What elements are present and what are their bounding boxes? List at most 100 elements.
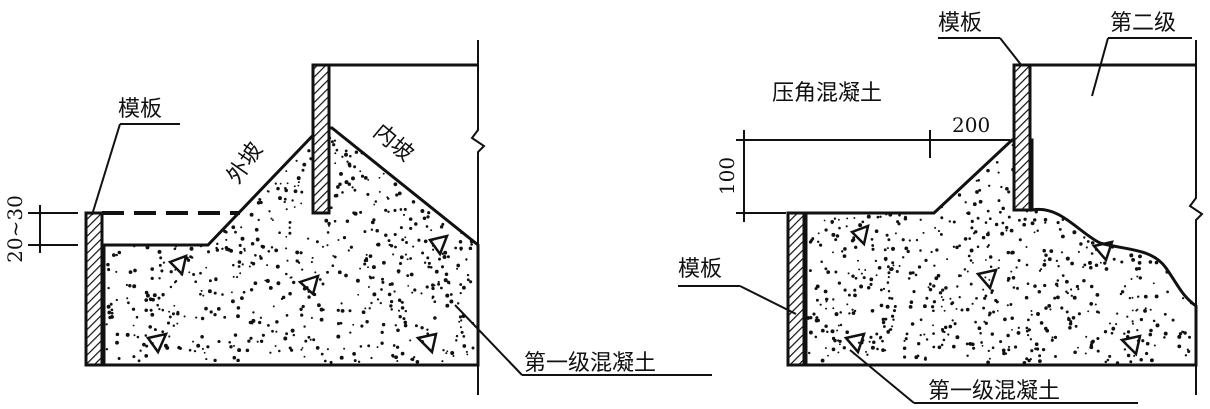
- concrete-dot: [271, 219, 274, 222]
- concrete-dot: [213, 358, 217, 363]
- concrete-dot: [824, 324, 828, 328]
- concrete-dot: [881, 339, 884, 343]
- concrete-dot: [890, 314, 895, 318]
- concrete-dot: [917, 265, 922, 269]
- concrete-dot: [341, 155, 344, 158]
- concrete-dot: [161, 293, 165, 297]
- concrete-dot: [908, 239, 911, 242]
- concrete-dot: [455, 334, 459, 338]
- concrete-dot: [853, 217, 856, 219]
- concrete-dot: [999, 210, 1002, 214]
- concrete-dot: [1036, 312, 1040, 316]
- concrete-dot: [984, 321, 988, 325]
- concrete-dot: [944, 286, 948, 290]
- concrete-dot: [1123, 348, 1127, 351]
- concrete-dot: [1163, 331, 1168, 336]
- concrete-dot: [995, 300, 999, 304]
- concrete-dot: [830, 329, 835, 334]
- concrete-dot: [1087, 310, 1090, 313]
- concrete-dot: [940, 328, 945, 332]
- concrete-dot: [956, 285, 959, 288]
- concrete-dot: [278, 196, 282, 201]
- concrete-dot: [274, 248, 279, 253]
- concrete-dot: [1061, 274, 1065, 277]
- concrete-dot: [824, 267, 828, 271]
- concrete-dot: [1120, 260, 1124, 264]
- concrete-dot: [1068, 326, 1072, 330]
- concrete-dot: [202, 294, 205, 297]
- concrete-dot: [132, 324, 135, 327]
- concrete-dot: [409, 339, 412, 342]
- concrete-dot: [328, 224, 330, 227]
- concrete-dot: [389, 299, 394, 304]
- concrete-dot: [213, 313, 217, 317]
- concrete-dot: [807, 351, 811, 355]
- concrete-dot: [1104, 360, 1108, 364]
- concrete-dot: [806, 316, 811, 320]
- concrete-dot: [158, 277, 161, 280]
- concrete-dot: [373, 203, 376, 206]
- concrete-dot: [1106, 358, 1110, 362]
- concrete-dot: [225, 248, 228, 251]
- concrete-dot: [932, 300, 937, 304]
- concrete-dot: [826, 270, 831, 274]
- second-stage-label: 第二级: [1110, 11, 1176, 36]
- right-top-formwork-leader: [999, 37, 1023, 67]
- concrete-dot: [126, 297, 129, 300]
- concrete-dot: [824, 297, 829, 302]
- concrete-dot: [344, 180, 349, 185]
- concrete-dot: [1023, 217, 1027, 221]
- concrete-dot: [1089, 302, 1094, 306]
- concrete-dot: [1005, 225, 1009, 230]
- concrete-dot: [836, 329, 839, 332]
- right-left-formwork-board: [786, 211, 806, 367]
- concrete-dot: [168, 315, 172, 319]
- concrete-dot: [115, 340, 119, 345]
- concrete-dot: [394, 324, 397, 327]
- left-formwork-board: [84, 211, 104, 367]
- left-figure: 20~30 模板 外坡 内坡 第一级混凝土: [3, 40, 712, 395]
- concrete-dot: [255, 237, 260, 242]
- concrete-dot: [106, 304, 111, 309]
- concrete-dot: [1149, 358, 1154, 363]
- concrete-dot: [285, 332, 289, 336]
- left-formwork-label: 模板: [118, 97, 162, 122]
- concrete-dot: [942, 298, 945, 302]
- concrete-dot: [1183, 331, 1187, 335]
- concrete-dot: [433, 316, 437, 320]
- concrete-dot: [886, 265, 890, 269]
- concrete-dot: [967, 254, 971, 258]
- concrete-dot: [927, 286, 930, 289]
- concrete-dot: [994, 222, 999, 227]
- concrete-dot: [869, 335, 873, 339]
- concrete-dot: [149, 308, 153, 312]
- concrete-dot: [320, 352, 324, 356]
- concrete-dot: [851, 274, 855, 278]
- concrete-dot: [302, 162, 307, 167]
- concrete-dot: [293, 189, 298, 194]
- concrete-dot: [1014, 345, 1018, 349]
- concrete-dot: [976, 245, 980, 249]
- concrete-dot: [437, 282, 441, 286]
- right-break-line: [1188, 40, 1204, 395]
- left-aggregate-rock: [427, 234, 450, 257]
- concrete-dot: [223, 315, 227, 319]
- concrete-dot: [1017, 218, 1021, 222]
- center-formwork-board: [311, 63, 331, 215]
- concrete-dot: [905, 332, 909, 336]
- concrete-dot: [825, 307, 828, 310]
- concrete-dot: [367, 266, 369, 269]
- concrete-dot: [223, 229, 227, 234]
- concrete-dot: [349, 245, 353, 249]
- concrete-dot: [892, 309, 897, 313]
- concrete-dot: [283, 336, 288, 341]
- concrete-dot: [459, 283, 463, 286]
- concrete-dot: [330, 206, 333, 209]
- concrete-dot: [159, 256, 163, 260]
- concrete-dot: [893, 304, 897, 309]
- concrete-dot: [1086, 240, 1090, 243]
- concrete-dot: [275, 330, 278, 333]
- concrete-dot: [352, 352, 356, 356]
- concrete-dot: [850, 239, 855, 243]
- concrete-dot: [1131, 309, 1134, 312]
